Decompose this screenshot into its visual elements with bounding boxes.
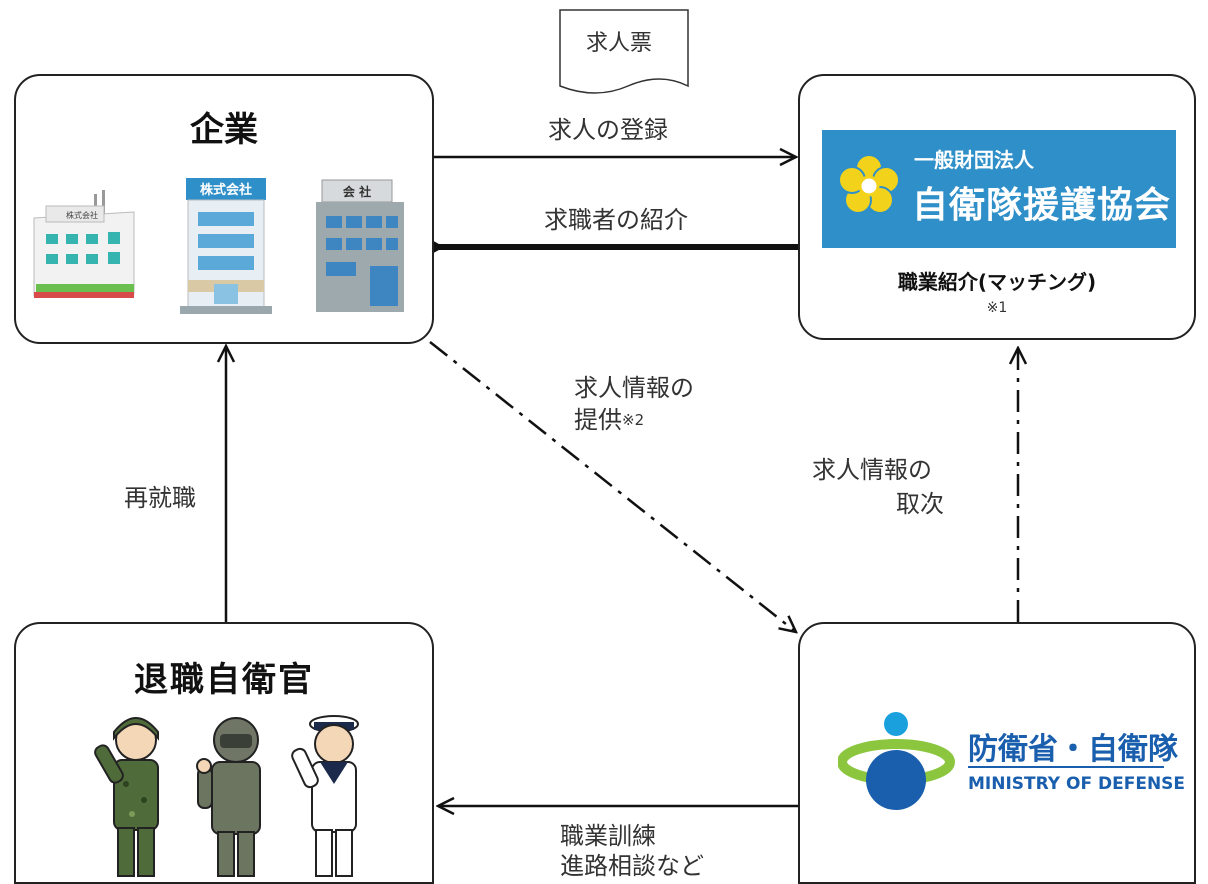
edge-provide-label-line2: 提供※2: [574, 404, 644, 436]
association-banner: 一般財団法人 自衛隊援護協会: [822, 130, 1176, 248]
building-left-icon: [33, 190, 135, 298]
mod-logo-icon: [838, 712, 955, 810]
mod-name-divider: [968, 766, 1164, 768]
edge-provide-note: ※2: [622, 411, 645, 429]
soldier-pilot-icon: [196, 717, 261, 877]
edge-provide-label-line1: 求人情報の: [574, 374, 694, 402]
edge-relay-label-line1: 求人情報の: [812, 456, 932, 484]
small-sign-text: 株式会社: [66, 210, 98, 220]
edge-training-label-line2: 進路相談など: [560, 852, 704, 880]
association-name: 自衛隊援護協会: [912, 185, 1172, 226]
edge-provide-arrow: [429, 341, 796, 632]
edge-introduce-label: 求職者の紹介: [544, 206, 688, 234]
document-tag-label: 求人票: [586, 31, 653, 56]
document-tag-shape: [559, 9, 689, 94]
sign-kaisha-text: 会 社: [343, 184, 371, 199]
retired-personnel-node: 退職自衛官: [14, 622, 434, 884]
edge-provide-text: 提供: [574, 406, 622, 434]
association-node: 一般財団法人 自衛隊援護協会 職業紹介(マッチング) ※1: [798, 74, 1196, 340]
building-right-icon: [316, 179, 404, 312]
company-title: 企業: [190, 110, 258, 150]
mod-name-en: MINISTRY OF DEFENSE: [968, 774, 1186, 794]
company-node: 企業 株式会社: [14, 74, 434, 344]
association-note: ※1: [986, 300, 1008, 316]
soldier-camo-icon: [94, 717, 159, 877]
association-logo-icon: [838, 154, 900, 214]
soldiers-illustration: [94, 715, 359, 877]
mod-name-jp: 防衛省・自衛隊: [968, 732, 1178, 767]
soldier-navy-icon: [291, 715, 359, 877]
sign-kabushiki-text: 株式会社: [200, 182, 252, 198]
mod-node: 防衛省・自衛隊 MINISTRY OF DEFENSE: [798, 622, 1196, 884]
association-caption: 職業紹介(マッチング): [897, 270, 1097, 294]
edge-register-label: 求人の登録: [548, 116, 668, 144]
edge-relay-label-line2: 取次: [896, 490, 944, 518]
edge-training-label-line1: 職業訓練: [560, 822, 656, 850]
association-org-type: 一般財団法人: [914, 148, 1034, 172]
company-buildings-illustration: 株式会社 株式会社: [33, 178, 404, 314]
edge-reemploy-label: 再就職: [124, 484, 196, 512]
retired-title: 退職自衛官: [134, 660, 314, 700]
building-middle-icon: [180, 178, 272, 314]
